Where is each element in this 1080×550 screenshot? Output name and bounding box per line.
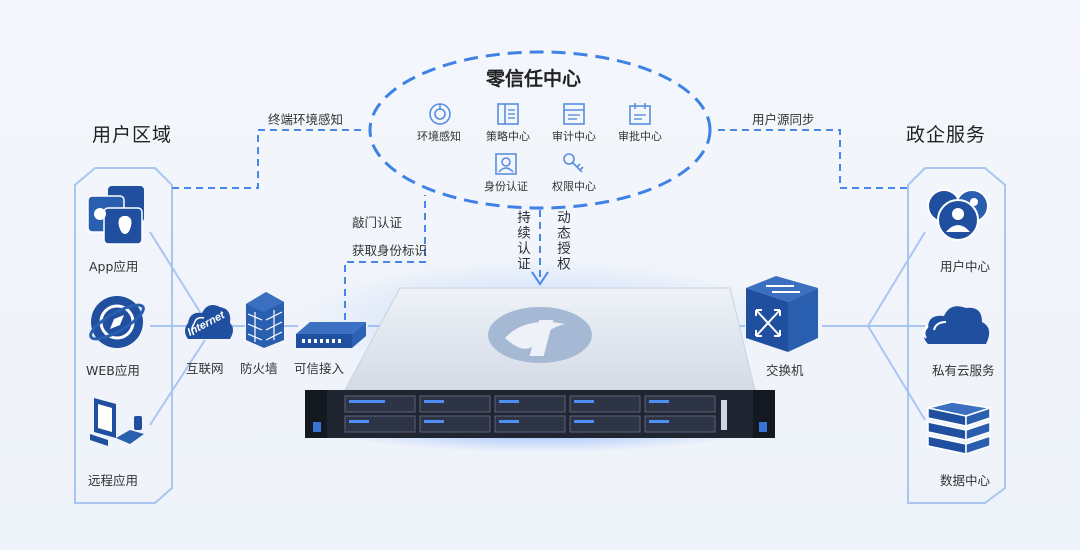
data-center-label: 数据中心 (940, 473, 991, 488)
audit-center-icon (563, 103, 585, 125)
private-cloud-label: 私有云服务 (932, 363, 995, 378)
firewall-icon (246, 292, 284, 348)
remote-label: 远程应用 (88, 473, 139, 488)
permission-center-label: 权限中心 (552, 180, 596, 193)
app-label: App应用 (89, 259, 139, 274)
data-center-icon (927, 401, 991, 456)
firewall-label: 防火墙 (240, 361, 278, 376)
permission-key-icon (563, 153, 584, 173)
dynamic-grant-label: 动态授权 (554, 210, 570, 272)
identity-auth-icon (495, 153, 517, 175)
web-label: WEB应用 (86, 363, 140, 378)
get-identity-label: 获取身份标识 (352, 243, 428, 258)
server-device (300, 260, 780, 452)
zero-trust-ellipse (368, 50, 712, 210)
internet-label: 互联网 (186, 361, 224, 376)
user-zone-frame (74, 167, 173, 504)
terminal-sense-label: 终端环境感知 (268, 112, 344, 127)
identity-auth-label: 身份认证 (484, 180, 528, 193)
continuous-auth-label: 持续认证 (514, 210, 530, 272)
approval-center-label: 审批中心 (618, 130, 662, 143)
user-sync-label: 用户源同步 (752, 112, 815, 127)
switch-label: 交换机 (766, 363, 804, 378)
switch-icon (746, 276, 818, 352)
user-zone-title: 用户区域 (92, 124, 173, 146)
trusted-access-label: 可信接入 (294, 361, 345, 376)
app-icon (87, 186, 144, 245)
gov-zone-frame (907, 167, 1006, 504)
approval-center-icon (629, 103, 651, 125)
private-cloud-icon (923, 306, 990, 344)
remote-app-icon (90, 398, 144, 446)
audit-center-label: 审计中心 (552, 130, 596, 143)
knock-auth-label: 敲门认证 (352, 215, 403, 230)
web-browser-icon (89, 296, 145, 348)
user-center-label: 用户中心 (940, 259, 991, 274)
environment-sense-icon (429, 103, 451, 125)
policy-center-label: 策略中心 (486, 130, 530, 143)
user-center-icon (927, 189, 989, 241)
zero-trust-title: 零信任中心 (486, 68, 582, 90)
internet-cloud-icon (185, 305, 233, 339)
gov-zone-title: 政企服务 (906, 124, 987, 146)
policy-center-icon (497, 103, 519, 125)
environment-sense-label: 环境感知 (417, 130, 461, 143)
